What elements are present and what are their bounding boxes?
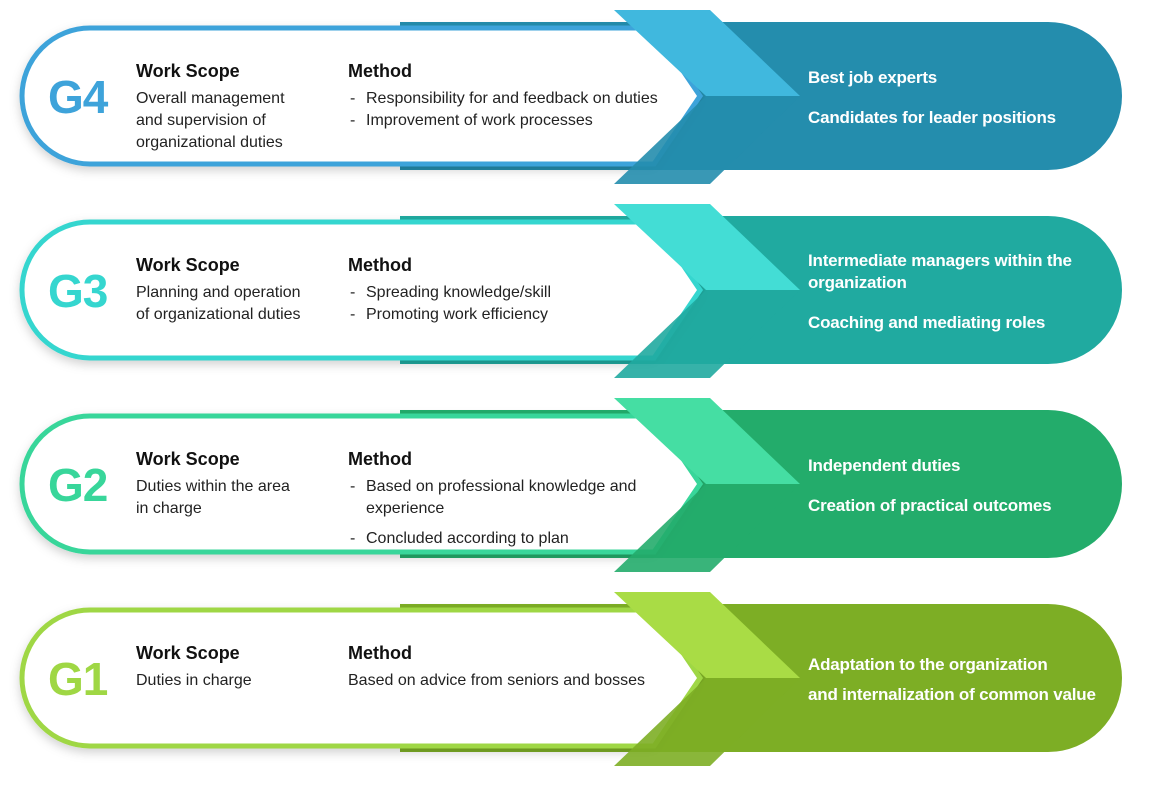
- method-heading-g4: Method: [348, 61, 412, 81]
- outcome-list-g3: Intermediate managers within the organiz…: [808, 250, 1078, 334]
- method-item: Promoting work efficiency: [348, 304, 678, 326]
- work-scope-line: Duties within the area: [136, 478, 290, 495]
- method-item: Responsibility for and feedback on dutie…: [348, 88, 678, 110]
- work-scope-line: in charge: [136, 500, 202, 517]
- outcome-list-g2: Independent duties Creation of practical…: [808, 455, 1128, 517]
- work-scope-text-g4: Overall management and supervision of or…: [136, 88, 336, 154]
- row-g4-chevron-top: [614, 10, 800, 96]
- outcome-item: Candidates for leader positions: [808, 108, 1056, 127]
- method-heading-g3: Method: [348, 255, 412, 275]
- row-g1-chevron-bottom: [614, 678, 800, 766]
- outcome-list-g4: Best job experts Candidates for leader p…: [808, 67, 1128, 129]
- outcome-list-g1: Adaptation to the organization and inter…: [808, 654, 1128, 706]
- work-scope-heading-g4: Work Scope: [136, 61, 240, 81]
- work-scope-text-g1: Duties in charge: [136, 670, 336, 692]
- method-list-g4: Responsibility for and feedback on dutie…: [348, 88, 678, 132]
- method-item: Spreading knowledge/skill: [348, 282, 678, 304]
- row-g3-chevron-bottom: [614, 290, 800, 378]
- work-scope-line: Planning and operation: [136, 284, 301, 301]
- work-scope-text-g3: Planning and operation of organizational…: [136, 282, 336, 326]
- work-scope-line: Duties in charge: [136, 672, 252, 689]
- row-g4-chevron-bottom: [614, 96, 800, 184]
- work-scope-line: organizational duties: [136, 134, 283, 151]
- row-g3-chevron-top: [614, 204, 800, 290]
- method-item: Based on professional knowledge and expe…: [348, 476, 658, 520]
- method-heading-g1: Method: [348, 643, 412, 663]
- work-scope-line: Overall management: [136, 90, 285, 107]
- method-list-g2: Based on professional knowledge and expe…: [348, 476, 658, 550]
- method-item: Based on advice from seniors and bosses: [348, 672, 646, 689]
- row-g1-chevron-top: [614, 592, 800, 678]
- row-g2-chevron-top: [614, 398, 800, 484]
- grade-label-g4: G4: [48, 71, 108, 123]
- method-heading-g2: Method: [348, 449, 412, 469]
- row-g1-card: [19, 607, 704, 749]
- row-g3-shapes: [19, 204, 1122, 378]
- grade-label-g3: G3: [48, 265, 108, 317]
- outcome-item: Creation of practical outcomes: [808, 496, 1052, 515]
- method-list-g1: Based on advice from seniors and bosses: [348, 670, 678, 692]
- outcome-item: Coaching and mediating roles: [808, 313, 1046, 332]
- outcome-item: Adaptation to the organization: [808, 655, 1048, 674]
- outcome-item: Best job experts: [808, 68, 938, 87]
- work-scope-heading-g1: Work Scope: [136, 643, 240, 663]
- method-item: Improvement of work processes: [348, 110, 678, 132]
- work-scope-line: and supervision of: [136, 112, 266, 129]
- method-list-g3: Spreading knowledge/skill Promoting work…: [348, 282, 678, 326]
- work-scope-heading-g3: Work Scope: [136, 255, 240, 275]
- work-scope-heading-g2: Work Scope: [136, 449, 240, 469]
- row-g2-chevron-bottom: [614, 484, 800, 572]
- outcome-item: and internalization of common value: [808, 685, 1096, 704]
- grade-label-g1: G1: [48, 653, 108, 705]
- grade-label-g2: G2: [48, 459, 108, 511]
- outcome-item: Intermediate managers within the organiz…: [808, 251, 1072, 292]
- method-item: Concluded according to plan: [348, 528, 658, 550]
- outcome-item: Independent duties: [808, 456, 961, 475]
- row-g1-shapes: [19, 592, 1122, 766]
- work-scope-line: of organizational duties: [136, 306, 301, 323]
- work-scope-text-g2: Duties within the area in charge: [136, 476, 336, 520]
